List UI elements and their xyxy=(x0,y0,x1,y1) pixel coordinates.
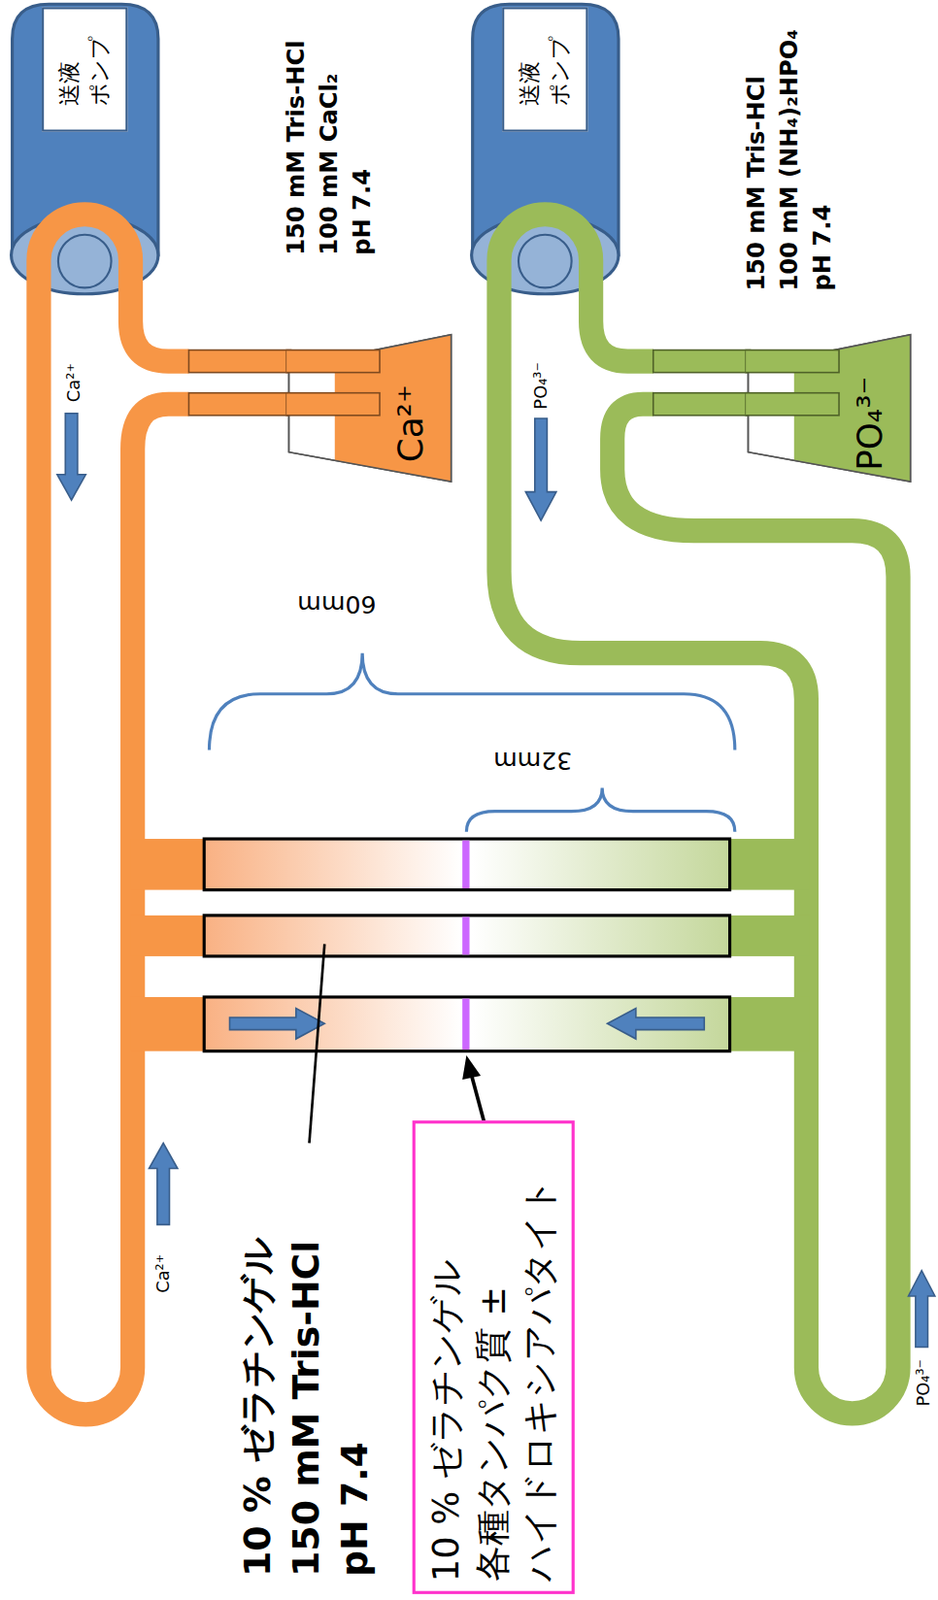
reagent-line: 150 mM Tris-HCl xyxy=(279,10,313,256)
flask: PO₄³⁻ xyxy=(744,332,913,486)
ion-label: PO₄³⁻ xyxy=(913,1359,935,1407)
ion-label: Ca²⁺ xyxy=(63,363,84,402)
flow-label: PO₄³⁻ xyxy=(913,1359,935,1407)
leader-line xyxy=(308,943,325,1143)
ion-label: PO₄³⁻ xyxy=(530,362,551,410)
pump-label-box: 送液 ポンプ xyxy=(41,6,128,132)
ca-tube xyxy=(38,214,190,1415)
ca-manifold xyxy=(131,838,207,1052)
text-block: 10 % ゼラチンゲル 各種タンパク質 ± ハイドロキシアパタイト xyxy=(422,1133,565,1583)
reagent-line: 100 mM (NH₄)₂HPO₄ xyxy=(772,4,806,291)
reagent-line: 100 mM CaCl₂ xyxy=(312,10,346,256)
pump-label-box: 送液 ポンプ xyxy=(502,6,588,132)
dimension-brace xyxy=(466,787,735,832)
reagent-line: pH 7.4 xyxy=(344,10,378,256)
dimension-label: 60mm xyxy=(297,589,376,619)
node-text: PO₄³⁻ xyxy=(848,376,891,471)
dimension-label: 32mm xyxy=(493,745,572,775)
dimension-brace xyxy=(208,653,735,751)
flow-label: 32mm xyxy=(493,745,572,775)
tube-stub xyxy=(188,350,291,373)
text-block: Ca²⁺ xyxy=(389,384,432,463)
reagent-line: 150 mM Tris-HCl xyxy=(281,1148,331,1577)
reagent-line: pH 7.4 xyxy=(331,1148,380,1577)
callout-box: 10 % ゼラチンゲル 各種タンパク質 ± ハイドロキシアパタイト xyxy=(411,1120,574,1595)
reagent-line: 10 % ゼラチンゲル xyxy=(233,1148,282,1577)
text-block: 送液 ポンプ xyxy=(515,33,574,107)
text-block: PO₄³⁻ xyxy=(848,376,891,471)
flow-label: PO₄³⁻ xyxy=(530,362,551,410)
node-text: 送液 ポンプ xyxy=(55,33,114,107)
text-block: 送液 ポンプ xyxy=(55,33,114,107)
reagent-label: 150 mM Tris-HCl100 mM CaCl₂pH 7.4 xyxy=(279,10,378,256)
node-text: Ca²⁺ xyxy=(389,384,432,463)
po4-manifold xyxy=(727,838,809,1052)
reagent-label: 150 mM Tris-HCl100 mM (NH₄)₂HPO₄pH 7.4 xyxy=(739,4,838,291)
flask: Ca²⁺ xyxy=(285,332,454,486)
flow-label: Ca²⁺ xyxy=(63,363,84,402)
flow-label: Ca²⁺ xyxy=(152,1254,173,1294)
ion-label: Ca²⁺ xyxy=(152,1254,173,1294)
pump-roller xyxy=(58,234,112,289)
reagent-line: 150 mM Tris-HCl xyxy=(739,4,773,291)
node-text: 送液 ポンプ xyxy=(515,33,574,107)
reagent-label: 10 % ゼラチンゲル150 mM Tris-HClpH 7.4 xyxy=(233,1148,380,1577)
node-text: 10 % ゼラチンゲル 各種タンパク質 ± ハイドロキシアパタイト xyxy=(422,1133,565,1583)
pump-roller xyxy=(518,234,572,289)
flow-label: 60mm xyxy=(297,589,376,619)
leader-arrowhead xyxy=(462,1055,481,1080)
tube-stub xyxy=(188,393,291,416)
reagent-line: pH 7.4 xyxy=(804,4,838,291)
tube-stub xyxy=(653,393,751,416)
gel-column xyxy=(203,838,730,1052)
tube-stub xyxy=(653,350,751,373)
